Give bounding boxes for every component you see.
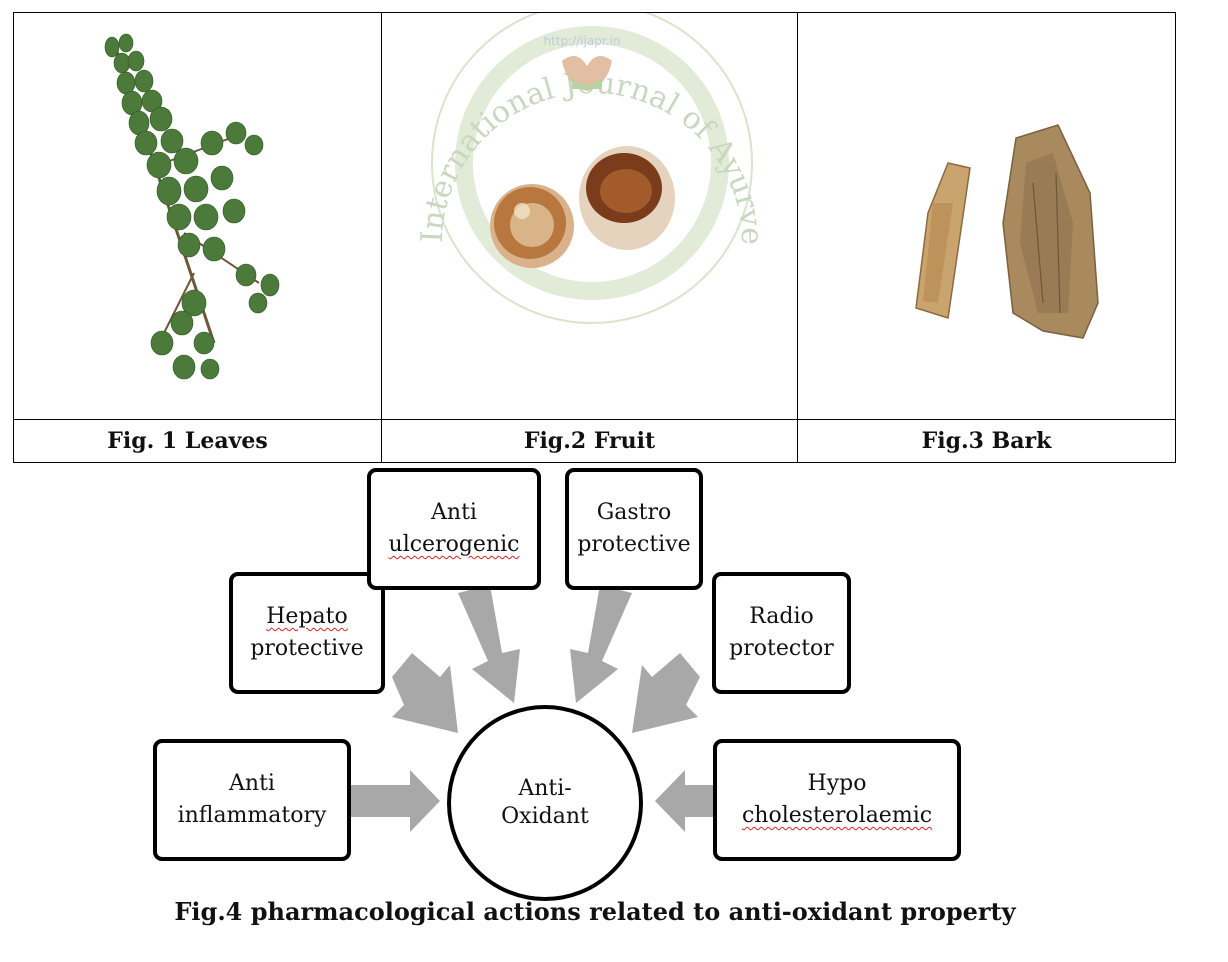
- anti-ulcerogenic-box: Anti ulcerogenic: [367, 468, 541, 590]
- ulcer-line1: Anti: [431, 500, 477, 525]
- fig1-caption-text: Fig. 1 Leaves: [107, 428, 268, 454]
- figure-table: International Journal of Ayurveda and Ph…: [13, 12, 1176, 463]
- radio-line1: Radio: [749, 604, 814, 629]
- inflam-line2: inflammatory: [177, 803, 327, 828]
- fig1-caption: Fig. 1 Leaves: [14, 419, 382, 462]
- ulcer-line2: ulcerogenic: [388, 532, 520, 557]
- hypo-line1: Hypo: [807, 771, 867, 796]
- hepato-line1: Hepato: [266, 604, 348, 629]
- antioxidant-center: Anti- Oxidant: [447, 705, 643, 901]
- radioprotector-box: Radio protector: [712, 572, 851, 694]
- arrow-inflammatory: [350, 770, 440, 832]
- gastroprotective-box: Gastro protective: [565, 468, 703, 590]
- arrow-gastro: [570, 585, 632, 703]
- fig3-caption-text: Fig.3 Bark: [921, 428, 1052, 454]
- arrow-hypo: [655, 770, 715, 832]
- fruit-halves: [490, 146, 675, 268]
- hypo-line2: cholesterolaemic: [741, 803, 933, 828]
- center-line2: Oxidant: [501, 804, 589, 829]
- center-line1: Anti-: [518, 776, 572, 801]
- radio-line2: protector: [729, 636, 834, 661]
- fig2-image-cell: International Journal of Ayurveda and Ph…: [382, 13, 798, 419]
- fig1-image-cell: [14, 13, 382, 419]
- gastro-line1: Gastro: [596, 500, 672, 525]
- bark-pieces: [915, 124, 1099, 339]
- hypocholesterolaemic-box: Hypo cholesterolaemic: [713, 739, 961, 861]
- fruit-image: International Journal of Ayurveda and Ph…: [382, 13, 769, 324]
- inflam-line1: Anti: [229, 771, 275, 796]
- diagram-arrows: [350, 585, 715, 832]
- antioxidant-diagram: Hepato protective Anti ulcerogenic Gastr…: [0, 465, 1228, 905]
- fig4-caption: Fig.4 pharmacological actions related to…: [174, 897, 1016, 926]
- leaves-image: [104, 33, 280, 380]
- arrow-hepato: [392, 653, 458, 733]
- hepatoprotective-box: Hepato protective: [229, 572, 385, 694]
- arrow-ulcer: [458, 585, 520, 703]
- fig3-caption: Fig.3 Bark: [798, 419, 1175, 462]
- arrow-radio: [632, 653, 700, 733]
- journal-watermark: International Journal of Ayurveda and Ph…: [382, 13, 769, 324]
- fig2-caption-text: Fig.2 Fruit: [523, 428, 656, 454]
- anti-inflammatory-box: Anti inflammatory: [153, 739, 351, 861]
- gastro-line2: protective: [577, 532, 691, 557]
- bark-image: [915, 124, 1099, 339]
- svg-text:http://ijapr.in: http://ijapr.in: [544, 34, 621, 48]
- hepato-line2: protective: [250, 636, 364, 661]
- fig2-caption: Fig.2 Fruit: [382, 419, 798, 462]
- fig3-image-cell: [798, 13, 1175, 419]
